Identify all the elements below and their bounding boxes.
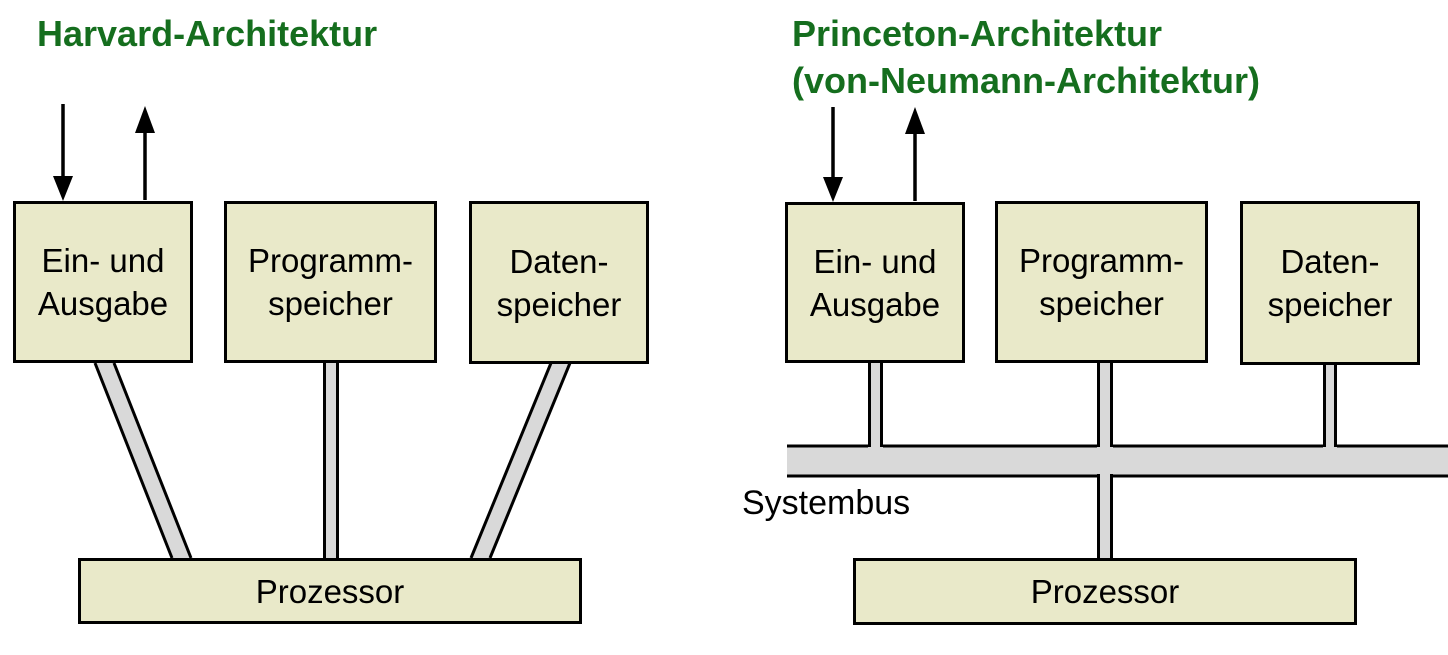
systembus-bar — [787, 444, 1448, 478]
princeton-processor-bus — [1097, 470, 1113, 558]
princeton-processor-box: Prozessor — [853, 558, 1357, 625]
arrow-up-icon — [905, 107, 925, 201]
box-label-line: Daten- — [1280, 243, 1380, 280]
harvard-program-memory-box: Programm- speicher — [224, 201, 437, 363]
box-label-line: Ein- und — [41, 242, 165, 279]
princeton-io-box: Ein- und Ausgabe — [785, 202, 965, 363]
harvard-title: Harvard-Architektur — [37, 10, 377, 57]
princeton-title: Princeton-Architektur (von-Neumann-Archi… — [792, 10, 1260, 104]
princeton-program-bus — [1097, 363, 1113, 451]
processor-label: Prozessor — [1030, 573, 1180, 610]
harvard-data-memory-box: Daten- speicher — [469, 201, 649, 364]
princeton-title-line2: (von-Neumann-Architektur) — [792, 60, 1261, 101]
box-label-line: speicher — [496, 285, 622, 323]
princeton-program-memory-box: Programm- speicher — [995, 201, 1208, 363]
harvard-io-bus — [93, 362, 193, 559]
harvard-processor-box: Prozessor — [78, 558, 582, 624]
systembus-label: Systembus — [742, 484, 911, 522]
box-label-line: Daten- — [509, 242, 609, 280]
box-label-line: Programm- — [247, 242, 414, 279]
box-label-line: Ausgabe — [809, 285, 941, 323]
harvard-program-bus — [323, 363, 339, 558]
harvard-title-text: Harvard-Architektur — [37, 13, 378, 54]
arrow-down-icon — [823, 107, 843, 202]
box-label-line: Programm- — [1018, 242, 1185, 279]
princeton-title-line1: Princeton-Architektur — [792, 13, 1163, 54]
box-label-line: Ausgabe — [37, 285, 169, 322]
box-label-line: speicher — [1267, 286, 1393, 323]
princeton-data-memory-box: Daten- speicher — [1240, 201, 1420, 365]
harvard-data-bus — [469, 362, 572, 559]
processor-label: Prozessor — [255, 572, 405, 610]
box-label-line: speicher — [1039, 285, 1164, 322]
arrow-up-icon — [135, 106, 155, 200]
box-label-line: speicher — [268, 285, 393, 322]
harvard-io-box: Ein- und Ausgabe — [13, 201, 193, 363]
arrow-down-icon — [53, 104, 73, 201]
princeton-io-bus — [868, 363, 883, 451]
box-label-line: Ein- und — [813, 242, 937, 280]
princeton-data-bus — [1323, 365, 1337, 451]
